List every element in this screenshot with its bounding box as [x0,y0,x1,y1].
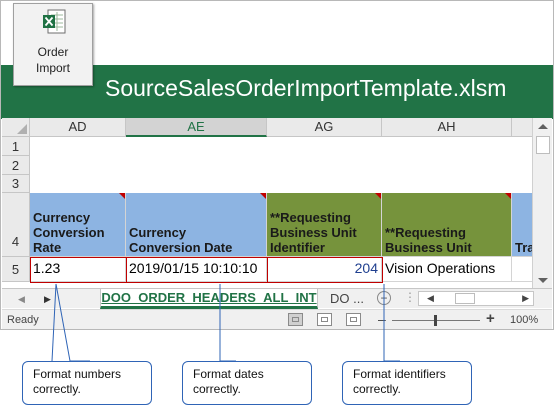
status-bar: Ready – + 100% [2,309,552,329]
page-break-view-icon[interactable] [346,313,361,326]
page-layout-view-icon[interactable] [317,313,332,326]
column-header-ae[interactable]: AE [126,118,267,137]
callout-format-numbers: Format numbers correctly. [22,361,152,405]
header-cell-currency-conversion-rate[interactable]: Currency Conversion Rate [30,193,126,257]
scroll-down-arrow-icon[interactable] [538,278,548,283]
header-text: Business Unit [270,225,357,240]
value-cell-requesting-bu[interactable]: Vision Operations [382,257,512,282]
callout-text: correctly. [353,382,401,396]
row-header-2[interactable]: 2 [2,156,30,175]
excel-workbook-icon [43,9,66,34]
zoom-slider-thumb[interactable] [434,315,437,326]
callout-text: Format identifiers [353,367,446,381]
value-cell-bu-identifier[interactable]: 204 [267,257,382,282]
header-text: Tra [515,240,535,255]
header-text: Rate [33,240,62,255]
horizontal-scroll-thumb[interactable] [455,293,475,304]
empty-rows-area[interactable] [30,137,534,193]
more-options-icon[interactable]: ⋮ [404,290,416,304]
comment-indicator-icon [505,193,511,199]
next-sheet-arrow-icon[interactable]: ▶ [44,294,51,304]
vertical-scrollbar[interactable] [532,118,552,288]
header-text: **Requesting [270,210,351,225]
row-header-5[interactable]: 5 [2,257,30,282]
header-text: Conversion [33,225,105,240]
prev-sheet-arrow-icon[interactable]: ◀ [18,294,25,304]
callout-text: Format numbers [33,367,122,381]
callout-format-dates: Format dates correctly. [182,361,312,405]
row-header-4[interactable]: 4 [2,193,30,257]
callout-text: correctly. [193,382,241,396]
horizontal-scrollbar[interactable]: ◀ ▶ [418,291,534,306]
row-header-1[interactable]: 1 [2,137,30,156]
header-text: Conversion Date [129,240,233,255]
header-text: **Requesting [385,225,466,240]
header-text: Business Unit [385,240,472,255]
column-header-ad[interactable]: AD [30,118,126,137]
comment-indicator-icon [119,193,125,199]
callout-format-identifiers: Format identifiers correctly. [342,361,472,405]
vertical-scroll-thumb[interactable] [536,136,550,154]
normal-view-icon[interactable] [288,313,303,326]
header-cell-currency-conversion-date[interactable]: Currency Conversion Date [126,193,267,257]
ribbon-area [1,1,553,65]
scroll-left-arrow-icon[interactable]: ◀ [427,293,434,303]
zoom-in-icon[interactable]: + [486,310,495,327]
zoom-level[interactable]: 100% [510,314,539,326]
header-text: Currency [129,225,187,240]
select-all-corner[interactable] [2,118,30,137]
comment-indicator-icon [260,193,266,199]
column-header-ah[interactable]: AH [382,118,512,137]
scroll-right-arrow-icon[interactable]: ▶ [522,293,529,303]
order-import-button[interactable]: Order Import [13,3,93,86]
column-header-ag[interactable]: AG [267,118,382,137]
title-banner [1,65,553,119]
callout-text: Format dates [193,367,264,381]
row-header-3[interactable]: 3 [2,175,30,193]
sheet-tab-active[interactable]: DOO_ORDER_HEADERS_ALL_INT [100,289,318,309]
import-label-line2: Import [35,61,70,75]
scroll-up-arrow-icon[interactable] [538,124,548,129]
status-text: Ready [7,314,39,326]
worksheet-grid[interactable]: AD AE AG AH 1 2 3 4 5 Currency Conversio… [2,118,552,288]
sheet-tab-bar: ◀ ▶ DOO_ORDER_HEADERS_ALL_INT DO ... + ⋮… [2,288,552,309]
zoom-out-icon[interactable]: – [378,311,386,327]
callout-text: correctly. [33,382,81,396]
workbook-title: SourceSalesOrderImportTemplate.xlsm [105,75,507,101]
header-cell-requesting-bu[interactable]: **Requesting Business Unit [382,193,512,257]
header-text: Currency [33,210,91,225]
column-header-next[interactable] [512,118,534,137]
header-text: Identifier [270,240,325,255]
value-cell-conversion-date[interactable]: 2019/01/15 10:10:10 [126,257,267,282]
import-label-line1: Order [37,45,69,59]
value-cell-conversion-rate[interactable]: 1.23 [30,257,126,282]
comment-indicator-icon [375,193,381,199]
header-cell-requesting-bu-identifier[interactable]: **Requesting Business Unit Identifier [267,193,382,257]
add-sheet-icon[interactable]: + [377,291,391,305]
sheet-tab-next[interactable]: DO ... [330,291,364,306]
